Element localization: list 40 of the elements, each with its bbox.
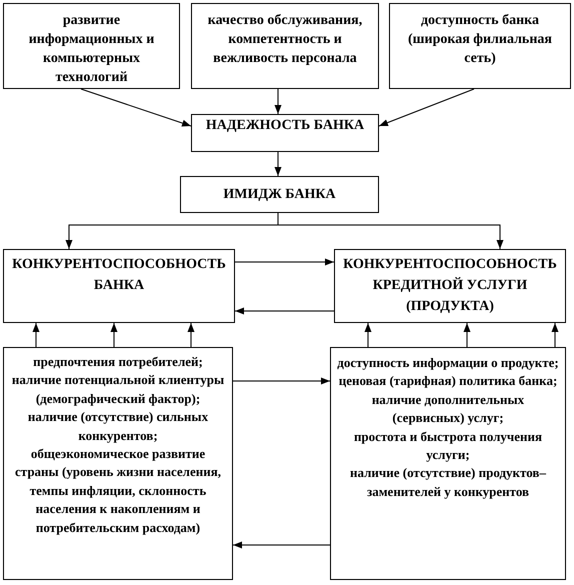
- arrow: [464, 322, 470, 348]
- process-box: [180, 176, 379, 213]
- box-text: доступность информации о продукте;: [337, 354, 559, 372]
- arrow: [188, 322, 194, 348]
- box-text: качество обслуживания, компетентность и вежливость персонала: [206, 12, 364, 68]
- process-box: [389, 3, 571, 89]
- arrow: [378, 88, 474, 126]
- arrow: [32, 322, 40, 348]
- box-text: общеэкономическое развитие страны (уровень жизни населения, темпы инфляции, склонность населения к накоплениям и потребительским расходам): [14, 445, 222, 537]
- box-text: наличие дополнительных (сервисных) услуг;: [370, 390, 526, 428]
- box-text: КОНКУРЕНТОСПОСОБНОСТЬ КРЕДИТНОЙ УСЛУГИ (ПРОДУКТА): [342, 256, 558, 316]
- arrow: [232, 542, 330, 548]
- process-box: [3, 3, 180, 89]
- process-box: [3, 249, 235, 323]
- box-text: предпочтения потребителей;: [33, 353, 203, 371]
- arrow: [278, 212, 504, 250]
- arrow: [110, 322, 118, 348]
- box-text: наличие потенциальной клиентуры (демографический фактор);: [10, 371, 226, 408]
- box-text: КОНКУРЕНТОСПОСОБНОСТЬ БАНКА: [11, 256, 227, 295]
- process-box: [191, 114, 379, 152]
- process-box: [191, 3, 379, 89]
- arrow: [552, 322, 558, 348]
- arrow: [80, 88, 192, 126]
- box-text: НАДЕЖНОСТЬ БАНКА: [206, 118, 364, 134]
- arrow: [274, 152, 282, 176]
- process-box: [3, 347, 233, 580]
- box-text: развитие информационных и компьютерных технологий: [28, 12, 156, 87]
- box-text: ценовая (тарифная) политика банка;: [338, 372, 558, 390]
- arrow: [234, 258, 334, 266]
- arrow: [234, 308, 334, 314]
- box-text: ИМИДЖ БАНКА: [223, 186, 336, 204]
- box-text: доступность банка (широкая филиальная сеть): [407, 12, 553, 68]
- box-text: наличие (отсутствие) сильных конкурентов;: [26, 408, 210, 445]
- box-text: простота и быстрота получения услуги;: [352, 428, 544, 464]
- process-box: [330, 347, 566, 580]
- arrow: [364, 322, 372, 348]
- arrow: [274, 88, 282, 114]
- box-text: наличие (отсутствие) продуктов–заменителей у конкурентов: [349, 464, 548, 501]
- process-box: [334, 249, 566, 323]
- arrow: [232, 378, 330, 384]
